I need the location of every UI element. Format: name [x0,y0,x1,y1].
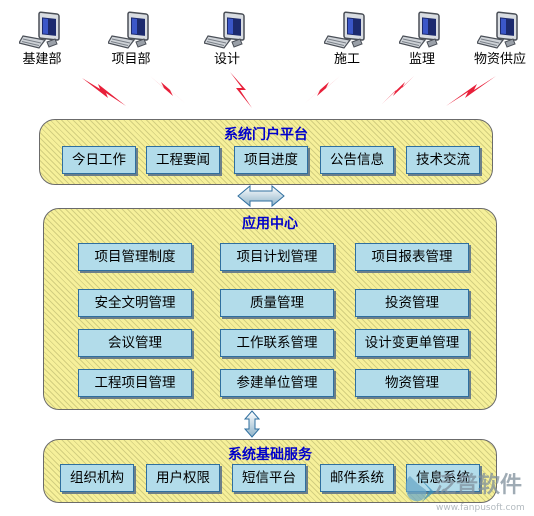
client-label: 基建部 [22,52,62,67]
client-sheji: 设计 [191,6,263,68]
client-xiangmubu: 项目部 [95,6,167,68]
client-wuzigongying: 物资供应 [464,6,534,68]
lightning-bolt-icon [446,76,496,106]
portal-item-project-progress[interactable]: 项目进度 [234,146,308,174]
service-item-user-permissions[interactable]: 用户权限 [146,464,220,492]
computer-icon [386,6,458,50]
client-jianli: 监理 [386,6,458,68]
lightning-bolt-icon [382,76,414,104]
app-item-participant-units[interactable]: 参建单位管理 [220,369,334,397]
client-shigong: 施工 [311,6,383,68]
watermark-logo: 泛普软件 www.fanpusoft.com [405,472,525,513]
app-center-title: 应用中心 [242,216,298,232]
app-center-panel: 应用中心 项目管理制度 项目计划管理 项目报表管理 安全文明管理 质量管理 投资… [43,208,497,410]
app-item-engineering-project[interactable]: 工程项目管理 [78,369,192,397]
portal-item-announcements[interactable]: 公告信息 [320,146,394,174]
app-item-investment[interactable]: 投资管理 [355,289,469,317]
client-label: 项目部 [111,52,151,67]
watermark-url: www.fanpusoft.com [436,503,525,513]
computer-icon [95,6,167,50]
app-item-project-report[interactable]: 项目报表管理 [355,243,469,271]
app-item-meeting[interactable]: 会议管理 [78,329,192,357]
client-label: 设计 [213,52,240,67]
app-item-materials[interactable]: 物资管理 [355,369,469,397]
service-item-info-system[interactable]: 信息系统 [406,464,480,492]
lightning-bolt-icon [230,72,252,108]
client-label: 物资供应 [473,52,526,67]
portal-panel: 系统门户平台 今日工作 工程要闻 项目进度 公告信息 技术交流 [39,119,493,185]
app-item-safety[interactable]: 安全文明管理 [78,289,192,317]
computer-icon [464,6,534,50]
client-jijianbu: 基建部 [6,6,78,68]
base-services-title: 系统基础服务 [228,447,312,463]
portal-item-today-work[interactable]: 今日工作 [62,146,136,174]
portal-title: 系统门户平台 [224,127,308,143]
service-item-organization[interactable]: 组织机构 [60,464,134,492]
service-item-sms-platform[interactable]: 短信平台 [232,464,306,492]
app-item-project-plan[interactable]: 项目计划管理 [220,243,334,271]
vertical-double-arrow-icon [244,410,260,438]
lightning-bolt-icon [304,76,340,104]
app-item-work-contact[interactable]: 工作联系管理 [220,329,334,357]
double-arrow-icon [237,184,285,208]
app-item-project-rules[interactable]: 项目管理制度 [78,243,192,271]
lightning-bolt-icon [82,78,126,106]
service-item-mail-system[interactable]: 邮件系统 [320,464,394,492]
app-item-design-change[interactable]: 设计变更单管理 [355,329,469,357]
watermark-brand: 泛普软件 [434,472,522,498]
lightning-bolt-icon [150,76,186,104]
portal-item-engineering-news[interactable]: 工程要闻 [146,146,220,174]
client-label: 监理 [408,52,435,67]
client-label: 施工 [333,52,360,67]
computer-icon [191,6,263,50]
app-item-quality[interactable]: 质量管理 [220,289,334,317]
computer-icon [6,6,78,50]
portal-item-tech-exchange[interactable]: 技术交流 [406,146,480,174]
computer-icon [311,6,383,50]
